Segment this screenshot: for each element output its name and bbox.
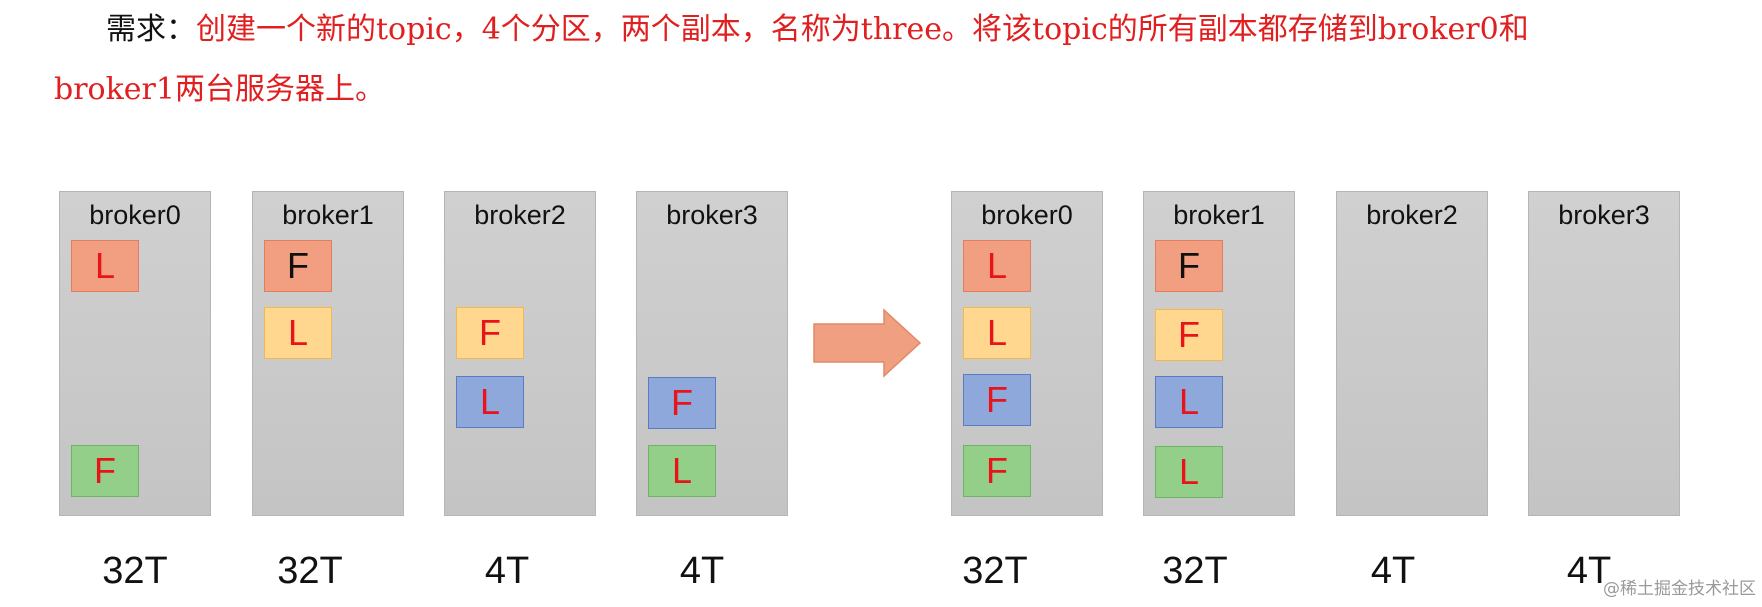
broker-name: broker0: [89, 200, 181, 230]
watermark: @稀土掘金技术社区: [1603, 579, 1756, 599]
capacity-label: 4T: [679, 550, 725, 592]
replica-leader: L: [456, 376, 524, 428]
before-broker2: broker2 F L: [444, 191, 596, 516]
requirement-lead: 需求：: [106, 12, 196, 47]
replica-leader: L: [1155, 446, 1223, 498]
capacity-label: 4T: [1566, 550, 1612, 592]
replica-follower: F: [963, 445, 1031, 497]
broker-name: broker1: [282, 200, 374, 230]
replica-leader: L: [963, 240, 1031, 292]
broker-name: broker0: [981, 200, 1073, 230]
replica-follower: F: [1155, 309, 1223, 361]
replica-leader: L: [264, 307, 332, 359]
after-broker1: broker1 F F L L: [1143, 191, 1295, 516]
requirement-line-1: 需求：创建一个新的topic，4个分区，两个副本，名称为three。将该topi…: [54, 0, 1694, 60]
replica-follower: F: [648, 377, 716, 429]
replica-follower: F: [963, 374, 1031, 426]
broker-name: broker3: [1558, 200, 1650, 230]
capacity-label: 4T: [484, 550, 530, 592]
broker-name: broker3: [666, 200, 758, 230]
broker-name: broker1: [1173, 200, 1265, 230]
capacity-label: 32T: [102, 550, 168, 592]
before-broker3: broker3 F L: [636, 191, 788, 516]
capacity-label: 32T: [277, 550, 343, 592]
replica-follower: F: [71, 445, 139, 497]
replica-leader: L: [963, 307, 1031, 359]
after-broker0: broker0 L L F F: [951, 191, 1103, 516]
replica-follower: F: [264, 240, 332, 292]
replica-leader: L: [648, 445, 716, 497]
capacity-label: 4T: [1370, 550, 1416, 592]
replica-follower: F: [1155, 240, 1223, 292]
replica-follower: F: [456, 307, 524, 359]
capacity-label: 32T: [1162, 550, 1228, 592]
before-broker0: broker0 L F: [59, 191, 211, 516]
requirement-line-2: broker1两台服务器上。: [54, 72, 385, 107]
after-broker3: broker3: [1528, 191, 1680, 516]
capacity-label: 32T: [962, 550, 1028, 592]
right-arrow-icon: [813, 308, 922, 378]
broker-name: broker2: [474, 200, 566, 230]
before-broker1: broker1 F L: [252, 191, 404, 516]
replica-leader: L: [1155, 376, 1223, 428]
replica-leader: L: [71, 240, 139, 292]
broker-name: broker2: [1366, 200, 1458, 230]
requirement-body: 创建一个新的topic，4个分区，两个副本，名称为three。将该topic的所…: [196, 12, 1529, 47]
after-broker2: broker2: [1336, 191, 1488, 516]
